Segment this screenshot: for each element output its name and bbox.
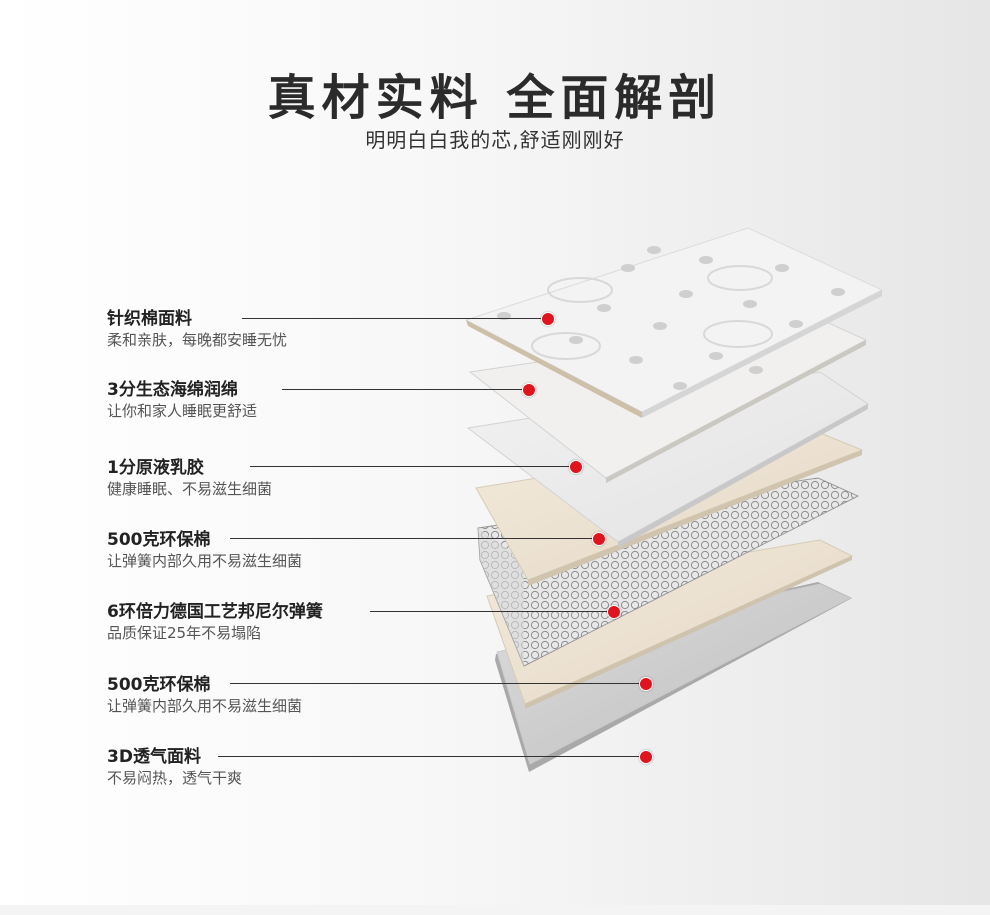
layer-name: 500克环保棉 <box>107 675 211 695</box>
layer-label-foam: 3分生态海绵润绵 让你和家人睡眠更舒适 <box>107 380 257 422</box>
marker-dot <box>592 532 606 546</box>
layer-name: 3分生态海绵润绵 <box>107 380 238 400</box>
layer-desc: 不易闷热，透气干爽 <box>107 769 243 787</box>
marker-dot <box>639 677 653 691</box>
leader-line <box>250 466 575 467</box>
leader-line <box>218 756 645 757</box>
layer-desc: 健康睡眠、不易滋生细菌 <box>107 480 273 498</box>
layer-knit-cover <box>464 227 884 418</box>
layer-desc: 柔和亲肤，每晚都安睡无忧 <box>107 331 288 349</box>
layer-name: 针织棉面料 <box>107 309 192 329</box>
layer-label-cotton-top: 500克环保棉 让弹簧内部久用不易滋生细菌 <box>107 530 302 572</box>
marker-dot <box>541 312 555 326</box>
layer-desc: 让弹簧内部久用不易滋生细菌 <box>107 552 303 570</box>
marker-dot <box>522 383 536 397</box>
layer-name: 1分原液乳胶 <box>107 458 204 478</box>
leader-line <box>230 683 645 684</box>
layer-label-springs: 6环倍力德国工艺邦尼尔弹簧 品质保证25年不易塌陷 <box>107 602 323 644</box>
layer-name: 500克环保棉 <box>107 530 211 550</box>
layer-label-cotton-bottom: 500克环保棉 让弹簧内部久用不易滋生细菌 <box>107 675 302 717</box>
layer-name: 6环倍力德国工艺邦尼尔弹簧 <box>107 602 323 622</box>
layer-desc: 让你和家人睡眠更舒适 <box>107 402 258 420</box>
page-title: 真材实料 全面解剖 <box>267 70 723 126</box>
layer-label-latex: 1分原液乳胶 健康睡眠、不易滋生细菌 <box>107 458 272 500</box>
layer-name: 3D透气面料 <box>107 747 201 767</box>
leader-line <box>370 611 613 612</box>
marker-dot <box>639 750 653 764</box>
page-subtitle: 明明白白我的芯,舒适刚刚好 <box>365 128 625 152</box>
leader-line <box>230 538 598 539</box>
bottom-strip <box>0 905 990 915</box>
marker-dot <box>569 460 583 474</box>
leader-line <box>242 318 547 319</box>
layer-desc: 让弹簧内部久用不易滋生细菌 <box>107 697 303 715</box>
layer-desc: 品质保证25年不易塌陷 <box>107 624 262 642</box>
layer-label-3d-mesh: 3D透气面料 不易闷热，透气干爽 <box>107 747 242 789</box>
leader-line <box>282 389 528 390</box>
marker-dot <box>607 605 621 619</box>
layer-label-knit-cover: 针织棉面料 柔和亲肤，每晚都安睡无忧 <box>107 309 287 351</box>
